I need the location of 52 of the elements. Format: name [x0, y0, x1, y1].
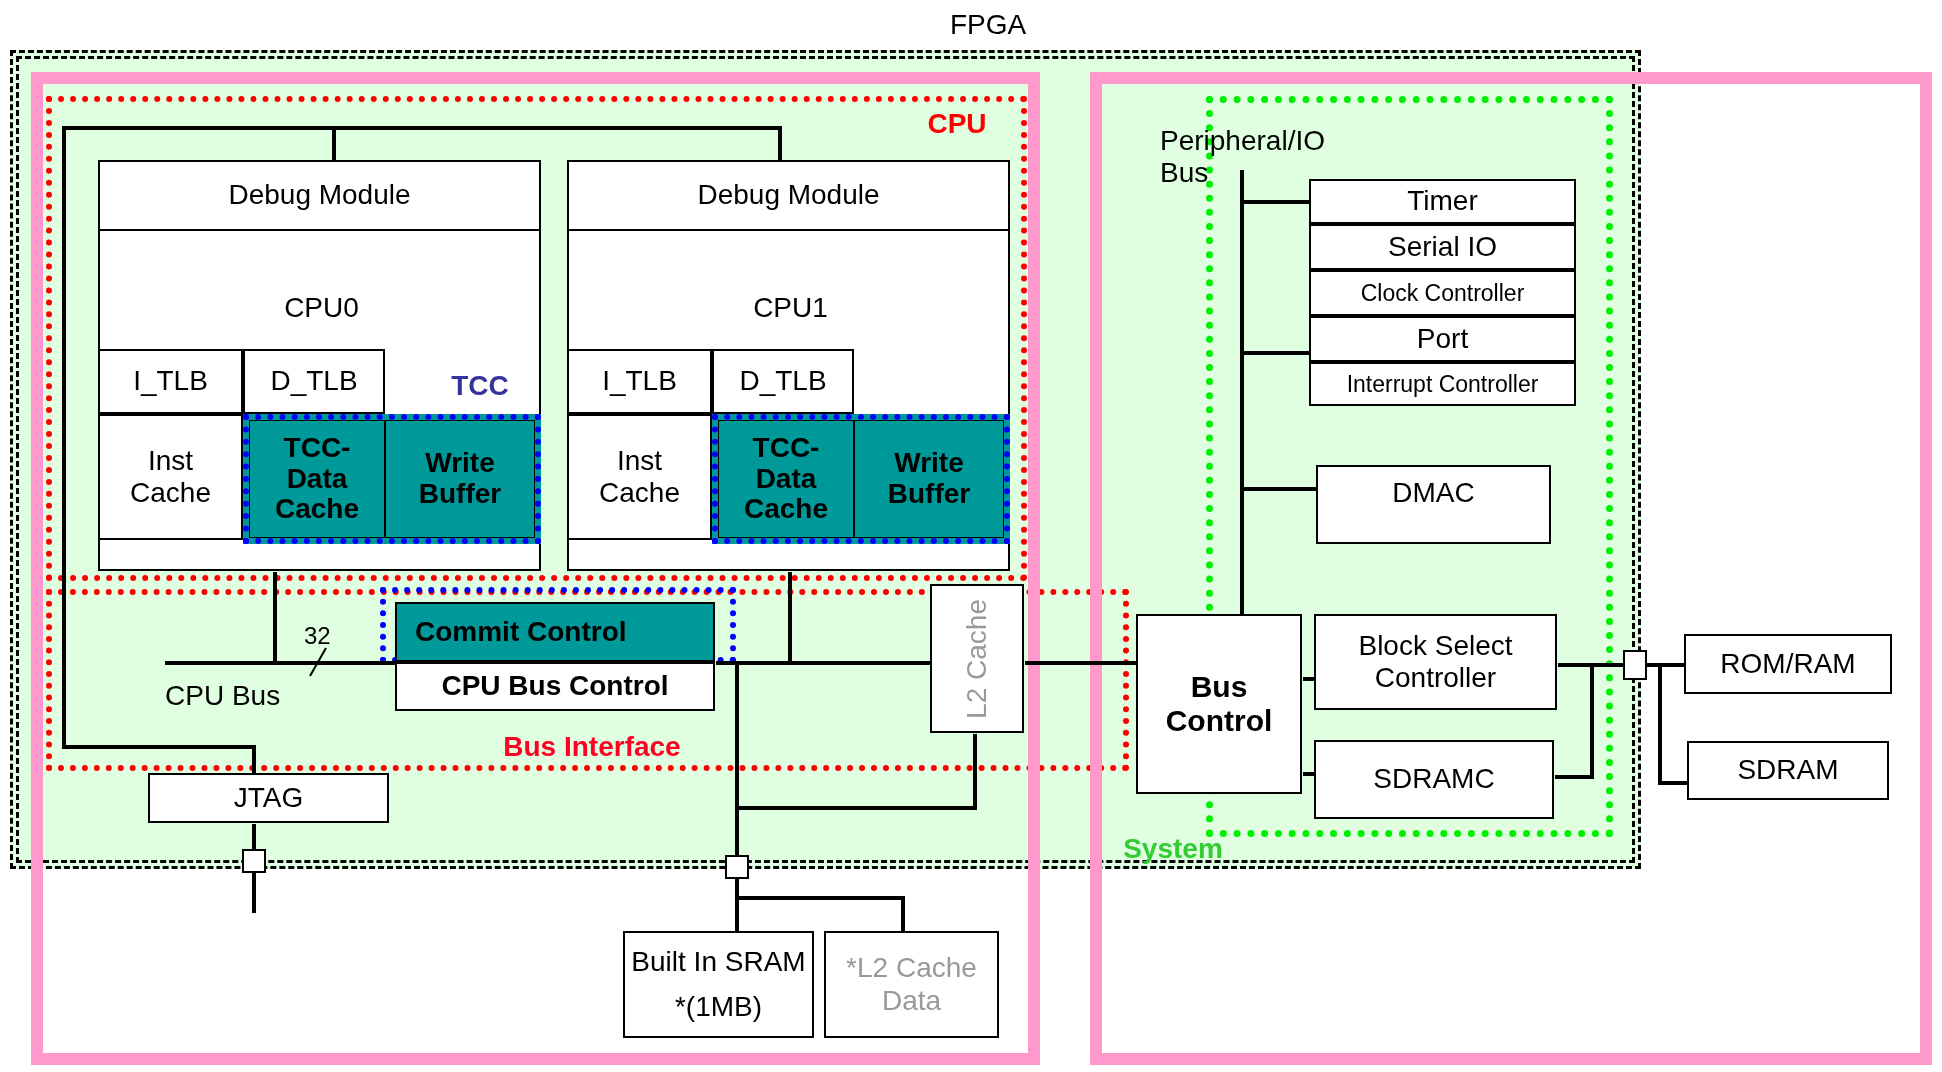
peripheral-box: Clock Controller [1309, 270, 1576, 316]
peripheral-box: Port [1309, 316, 1576, 362]
buffer-box: Write Buffer [854, 420, 1004, 538]
connector-line [252, 873, 256, 913]
connector-square [725, 855, 749, 879]
connector-line [252, 824, 256, 849]
connector-line [1647, 663, 1687, 785]
edge-label: 32 [304, 622, 331, 650]
controller-box: SDRAMC [1314, 740, 1554, 819]
tcc-region [712, 414, 1010, 544]
connector-line [735, 879, 905, 931]
memory-box: Built In SRAM *(1MB) [623, 931, 814, 1038]
region-title: CPU0 [283, 292, 360, 325]
connector-line [273, 572, 396, 665]
buffer-box: Write Buffer [385, 420, 535, 538]
memory-box: SDRAM [1687, 741, 1889, 800]
cache-box: TCC-Data Cache [718, 420, 854, 538]
cpu-region [46, 96, 1027, 581]
region-title: System [1122, 833, 1224, 866]
cache-box: L2 Cache [930, 584, 1024, 733]
cache-box: TCC-Data Cache [249, 420, 385, 538]
memory-box: *L2 Cache Data [824, 931, 999, 1038]
bus-label: CPU Bus [165, 680, 281, 712]
connector-line [1555, 663, 1623, 779]
tlb-box: I_TLB [567, 349, 712, 414]
jtag-box: JTAG [148, 773, 389, 823]
region-title: CPU1 [752, 292, 829, 325]
tlb-box: D_TLB [243, 349, 385, 414]
connector-line [1025, 661, 1137, 665]
cpu-box [567, 160, 1010, 571]
connector-square [242, 849, 266, 873]
dmac-box: DMAC [1316, 465, 1551, 544]
peripheral-box: Interrupt Controller [1309, 362, 1576, 406]
region-title: FPGA [948, 9, 1028, 42]
connector-line [1303, 772, 1315, 776]
controller-box: Bus Control [1136, 614, 1302, 794]
connector-line [1303, 677, 1315, 681]
peripheral-box: Serial IO [1309, 224, 1576, 270]
region-title: TCC [450, 370, 510, 403]
peripheral-box: Timer [1309, 179, 1576, 224]
memory-box: ROM/RAM [1684, 634, 1892, 694]
controller-box: Commit Control [395, 602, 715, 662]
cache-box: Inst Cache [567, 414, 712, 540]
region-title: Bus Interface [502, 731, 682, 764]
controller-box: Block Select Controller [1314, 614, 1557, 710]
tlb-box: D_TLB [712, 349, 854, 414]
connector-square [1623, 650, 1647, 680]
cpu-box [98, 160, 541, 571]
cache-box: Inst Cache [98, 414, 243, 540]
controller-box: CPU Bus Control [395, 662, 715, 711]
tlb-box: I_TLB [98, 349, 243, 414]
region-title: CPU [926, 108, 988, 141]
